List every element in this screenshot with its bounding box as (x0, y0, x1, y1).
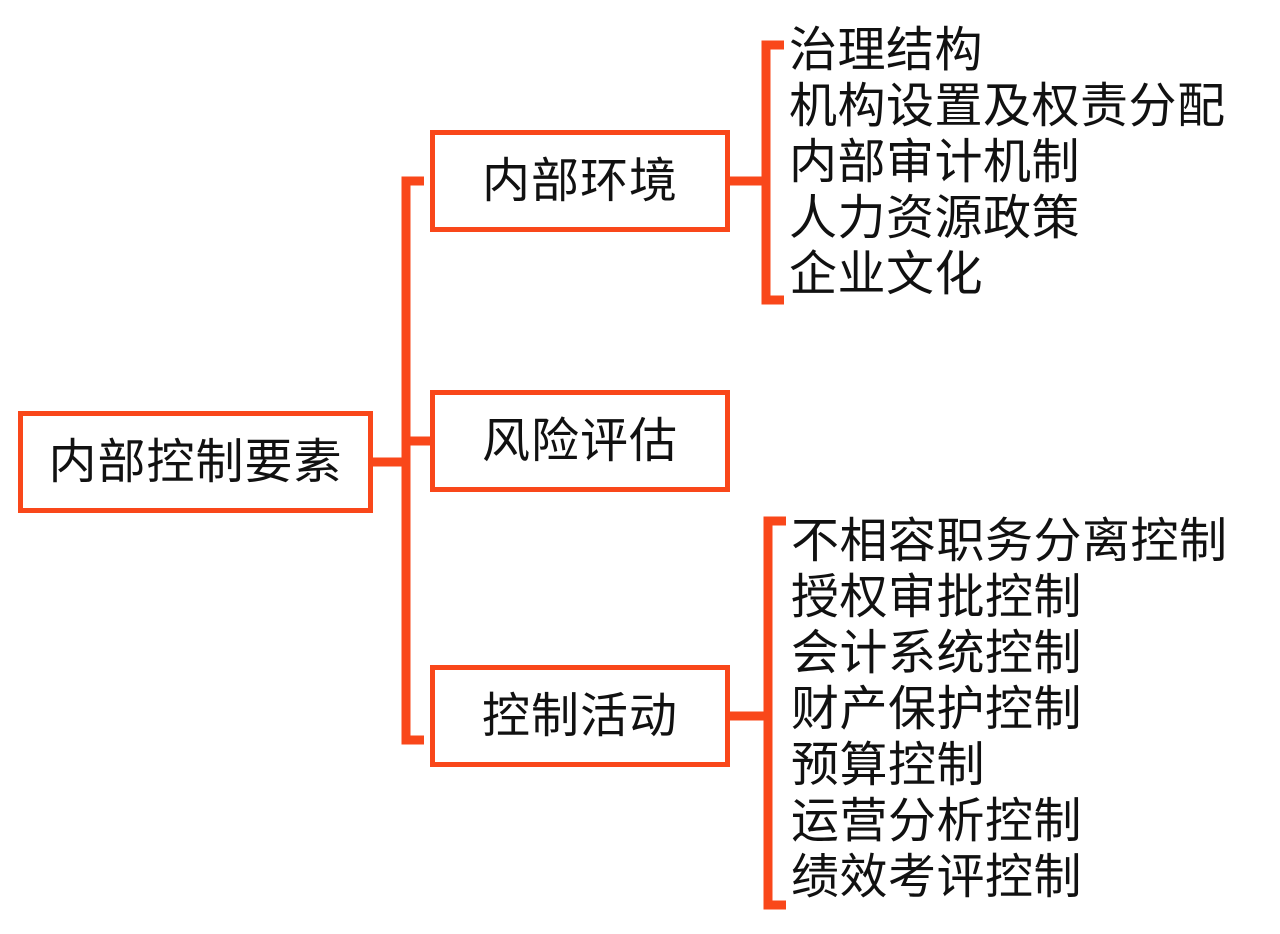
node-branch-risk-assessment[interactable]: 风险评估 (430, 390, 730, 492)
node-branch-internal-environment[interactable]: 内部环境 (430, 130, 730, 232)
leaf-item: 人力资源政策 (789, 190, 1081, 246)
leaf-item: 运营分析控制 (791, 793, 1083, 849)
leaf-item: 绩效考评控制 (791, 849, 1083, 905)
node-root[interactable]: 内部控制要素 (18, 411, 373, 513)
leaf-item: 会计系统控制 (791, 625, 1083, 681)
leaf-item: 授权审批控制 (791, 569, 1083, 625)
node-branch-2-label: 控制活动 (481, 688, 678, 744)
leaf-item: 治理结构 (789, 22, 984, 78)
leaf-item: 预算控制 (791, 737, 986, 793)
leaf-list-internal-environment: 治理结构 机构设置及权责分配 内部审计机制 人力资源政策 企业文化 (789, 22, 1226, 302)
leaf-item: 机构设置及权责分配 (789, 78, 1226, 134)
leaf-item: 不相容职务分离控制 (791, 513, 1228, 569)
node-root-label: 内部控制要素 (48, 434, 343, 490)
leaf-list-control-activities: 不相容职务分离控制 授权审批控制 会计系统控制 财产保护控制 预算控制 运营分析… (791, 513, 1228, 905)
connector-leaf-bracket-2 (763, 516, 786, 910)
leaf-item: 财产保护控制 (791, 681, 1083, 737)
connector-leaf-bracket-0 (761, 40, 784, 305)
node-branch-1-label: 风险评估 (481, 413, 678, 469)
leaf-item: 企业文化 (789, 246, 984, 302)
leaf-item: 内部审计机制 (789, 134, 1081, 190)
node-branch-control-activities[interactable]: 控制活动 (430, 665, 730, 767)
connector-main-bracket (401, 176, 424, 745)
node-branch-0-label: 内部环境 (481, 153, 678, 209)
